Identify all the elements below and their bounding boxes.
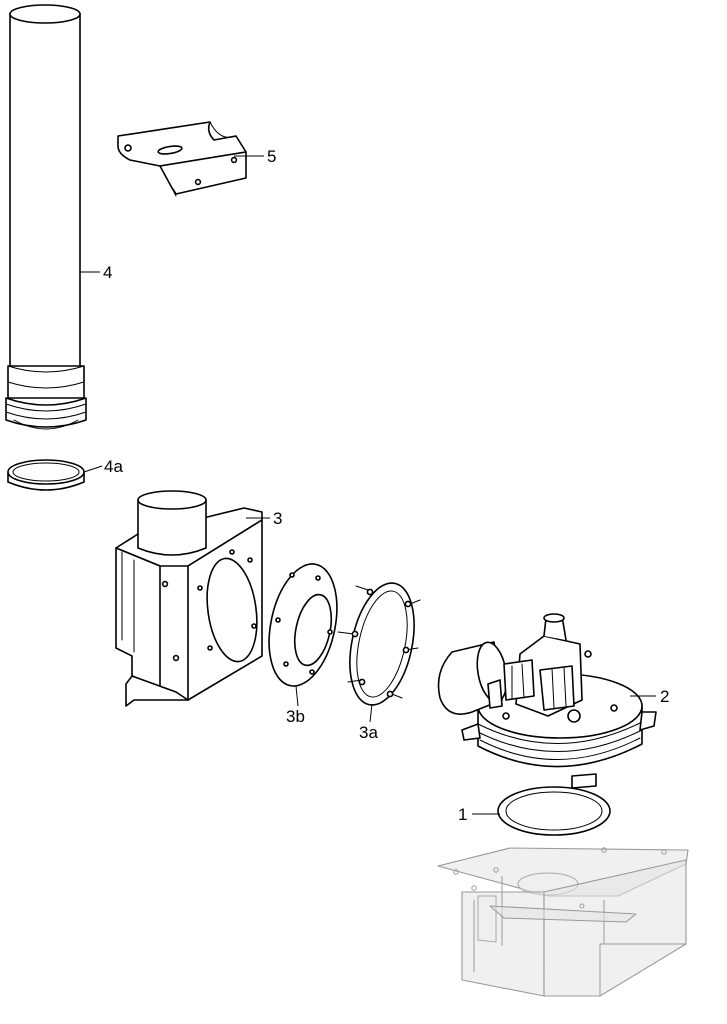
leader-3b — [295, 685, 299, 707]
label-part-1: 1 — [458, 805, 467, 824]
part-1-gasket-ring — [497, 786, 611, 836]
label-part-5: 5 — [267, 147, 276, 166]
ghost-boiler-casing — [437, 847, 689, 997]
part-3-adapter-housing — [115, 490, 263, 707]
label-part-3b: 3b — [286, 707, 305, 726]
label-part-2: 2 — [660, 687, 669, 706]
label-part-4: 4 — [103, 263, 112, 282]
part-2-blower-fan — [437, 613, 657, 789]
leader-3a — [369, 703, 373, 723]
part-5-mounting-bracket — [117, 121, 247, 197]
leader-lines — [80, 155, 656, 815]
part-3a-flange-ring — [337, 582, 421, 706]
part-4a-sealing-ring — [7, 459, 85, 491]
label-part-3a: 3a — [359, 723, 378, 742]
part-4-flue-pipe — [5, 4, 87, 430]
part-labels: 5 4 4a 3 3b 3a 2 1 — [103, 147, 669, 824]
label-part-4a: 4a — [104, 457, 123, 476]
leader-4a — [83, 465, 103, 473]
part-3b-flat-gasket — [268, 563, 338, 687]
label-part-3: 3 — [273, 509, 282, 528]
